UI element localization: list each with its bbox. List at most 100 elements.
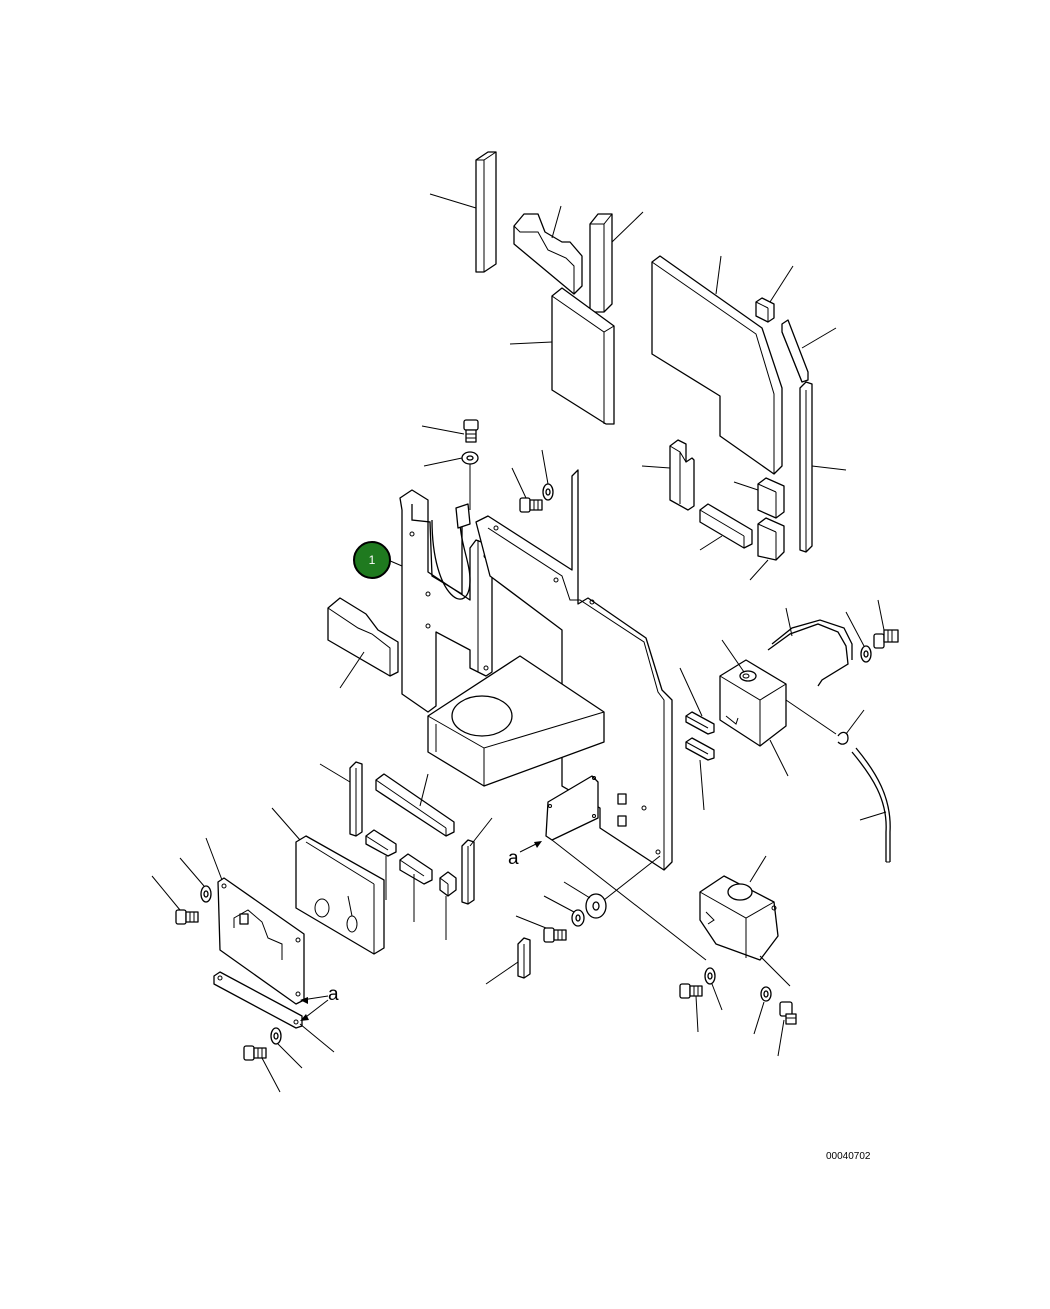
leader-line (515, 915, 547, 929)
leader-line (543, 895, 575, 913)
foam-strip-vertical-a[interactable] (349, 761, 363, 837)
washer-left[interactable] (200, 885, 212, 903)
leader-line (299, 1023, 335, 1053)
arrowhead (300, 997, 308, 1004)
item-callout-1[interactable]: 1 (353, 541, 391, 579)
foam-cube-pair-a[interactable] (365, 829, 397, 857)
leader-line (261, 1057, 281, 1093)
leader-line (429, 193, 477, 209)
foam-panel-large-right[interactable] (651, 255, 783, 475)
leader-line (811, 465, 847, 471)
leader-line (179, 857, 205, 887)
washer-large[interactable] (585, 893, 607, 919)
foam-strip-small-bottom[interactable] (517, 937, 531, 979)
foam-strip-diagonal[interactable] (781, 319, 809, 383)
leader-line (423, 457, 463, 467)
leader-line (551, 205, 562, 239)
detail-label-a-upper: a (508, 848, 519, 869)
leader-line (753, 1001, 765, 1035)
foam-block-notched-top[interactable] (513, 213, 583, 295)
reservoir-tank-upper[interactable] (719, 659, 787, 747)
leader-line (339, 651, 365, 689)
leader-line (733, 481, 759, 491)
leader-line (769, 739, 789, 777)
foam-cube-mid[interactable] (757, 477, 785, 519)
leader-line (319, 763, 351, 783)
hose-clamp[interactable] (837, 731, 849, 745)
leader-line (421, 425, 465, 435)
washer-lower-left[interactable] (270, 1027, 282, 1045)
leader-line (801, 327, 837, 349)
bolt-tank-lower-right[interactable] (779, 1001, 797, 1025)
leader-line (711, 983, 723, 1011)
foam-strip-tank-b[interactable] (685, 737, 715, 761)
foam-cube-small-top[interactable] (755, 297, 775, 323)
access-cover-plate[interactable] (545, 775, 599, 841)
foam-cube-small-c[interactable] (439, 871, 457, 897)
washer-tank-lower-left[interactable] (704, 967, 716, 985)
leader-line (859, 811, 887, 821)
washer-bracket[interactable] (860, 645, 872, 663)
washer-plate-upper[interactable] (542, 483, 554, 501)
washer-tank-lower-right[interactable] (760, 986, 772, 1002)
detail-label-a-lower: a (328, 984, 339, 1005)
washer-bottom-center[interactable] (571, 909, 585, 927)
leader-line (611, 211, 644, 243)
leader-line (509, 341, 553, 345)
small-blocks-on-panel (617, 793, 627, 827)
leader-line (777, 1019, 785, 1057)
leader-line (679, 667, 703, 717)
leader-line (485, 961, 519, 985)
leader-line (563, 881, 591, 899)
foam-block-stepped[interactable] (669, 439, 695, 511)
drawing-code: 00040702 (826, 1151, 871, 1162)
leader-line (845, 709, 865, 735)
foam-strip-vertical-b[interactable] (461, 839, 475, 905)
leader-line (277, 1043, 303, 1069)
foam-strip-tank-a[interactable] (685, 711, 715, 735)
arrowhead (300, 1014, 309, 1021)
foam-pad-with-holes[interactable] (295, 835, 385, 955)
leader-line (419, 773, 429, 807)
leader-line (541, 449, 549, 485)
arrowhead (534, 841, 542, 848)
bolt-bottom-center[interactable] (543, 927, 567, 943)
leader-line (715, 255, 722, 295)
foam-cube-pair-b[interactable] (399, 853, 433, 885)
leader-line (749, 559, 769, 581)
leader-line (469, 817, 493, 847)
assembly-line (759, 955, 791, 987)
leader-line (641, 465, 671, 469)
leader-line (695, 995, 699, 1033)
washer-top[interactable] (461, 451, 479, 465)
leader-line (205, 837, 223, 881)
bolt-plate-upper[interactable] (519, 497, 543, 513)
leader-line (877, 599, 885, 631)
main-plate-assembly[interactable] (399, 469, 673, 871)
leader-line (699, 759, 705, 811)
leader-line (511, 467, 527, 499)
leader-line (151, 875, 181, 911)
bolt-top[interactable] (463, 419, 479, 443)
foam-block-notched-left[interactable] (327, 597, 399, 677)
bolt-tank-lower-left[interactable] (679, 983, 703, 999)
foam-pad-large[interactable] (551, 287, 615, 425)
reservoir-tank-lower[interactable] (699, 875, 779, 961)
bolt-left[interactable] (175, 909, 199, 925)
foam-bar-angled[interactable] (699, 503, 753, 549)
mount-bracket-u[interactable] (767, 619, 853, 687)
bolt-lower-left[interactable] (243, 1045, 267, 1061)
bolt-bracket[interactable] (873, 629, 899, 649)
leader-line (721, 639, 745, 673)
foam-strip-angled-long[interactable] (375, 773, 455, 837)
foam-strip-tall-mid[interactable] (589, 213, 613, 313)
foam-cube-lower[interactable] (757, 517, 785, 561)
assembly-line (551, 839, 707, 961)
overflow-hose[interactable] (851, 747, 891, 863)
leader-line (785, 607, 793, 637)
foam-strip-tall-left[interactable] (475, 151, 497, 273)
foam-strip-long-right[interactable] (799, 381, 813, 553)
assembly-line (785, 699, 837, 735)
leader-line (271, 807, 301, 841)
